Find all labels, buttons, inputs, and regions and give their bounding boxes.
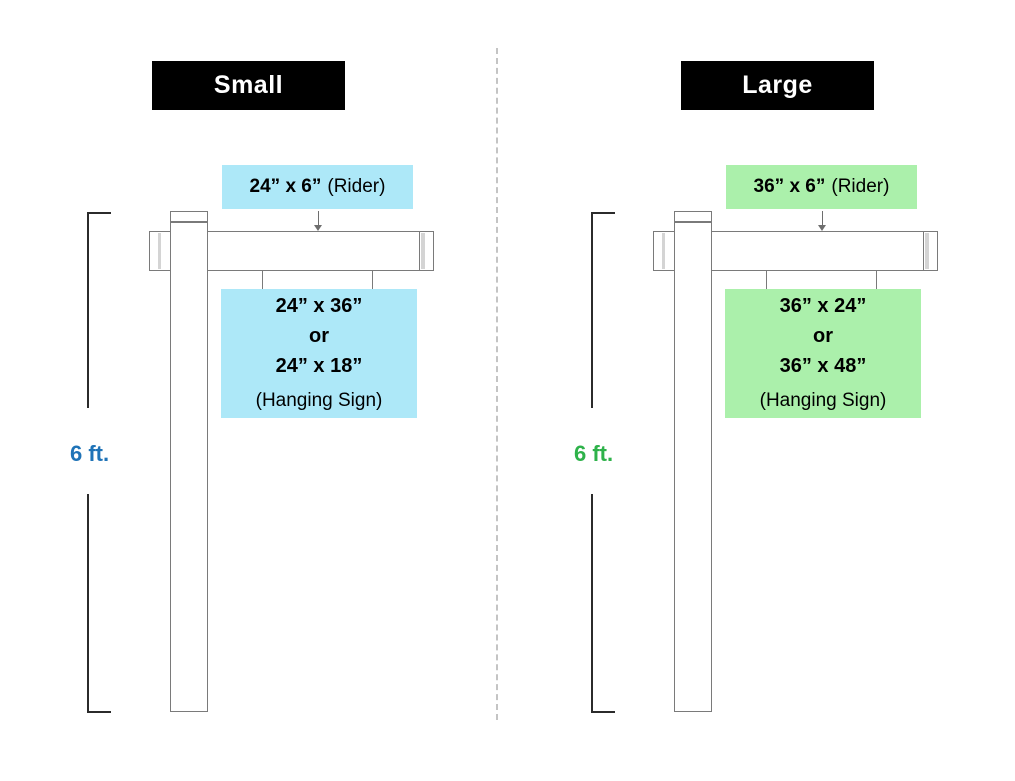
- hanging-option-b-large: 36” x 48”: [779, 355, 867, 378]
- hanger-rod-left-large: [766, 270, 767, 292]
- rider-pointer-shaft-small: [318, 211, 319, 227]
- crossarm-right-cap-stripe-small: [421, 233, 425, 269]
- height-bracket-lower-large: [591, 494, 593, 713]
- hanging-sign-callout-large: 36” x 24” or 36” x 48” (Hanging Sign): [725, 289, 921, 418]
- panel-header-label: Large: [742, 71, 813, 99]
- height-bracket-bottom-cap-small: [87, 711, 111, 713]
- sign-post-cap-small: [170, 211, 208, 222]
- hanging-sign-callout-small: 24” x 36” or 24” x 18” (Hanging Sign): [221, 289, 417, 418]
- hanging-sign-label-small: (Hanging Sign): [255, 389, 383, 411]
- rider-callout-small: 24” x 6” (Rider): [222, 165, 413, 209]
- crossarm-left-cap-stripe-large: [662, 233, 665, 269]
- height-bracket-upper-large: [591, 212, 593, 408]
- hanger-rod-left-small: [262, 270, 263, 292]
- rider-pointer-shaft-large: [822, 211, 823, 227]
- panel-header-large: Large: [681, 61, 874, 110]
- crossarm-left-cap-stripe-small: [158, 233, 161, 269]
- height-bracket-lower-small: [87, 494, 89, 713]
- panel-header-label: Small: [213, 71, 284, 99]
- crossarm-right-cap-stripe-large: [925, 233, 929, 269]
- rider-pointer-arrowhead-small: [314, 225, 322, 231]
- sign-post-front-small: [170, 222, 208, 712]
- height-label-small: 6 ft.: [70, 441, 110, 466]
- rider-pointer-arrowhead-large: [818, 225, 826, 231]
- rider-dimension-large: 36” x 6”: [753, 176, 826, 197]
- rider-dimension-small: 24” x 6”: [249, 176, 322, 197]
- height-label-large: 6 ft.: [574, 441, 614, 466]
- hanging-option-b-small: 24” x 18”: [275, 355, 363, 378]
- rider-label-small: (Rider): [327, 176, 386, 197]
- hanging-option-a-small: 24” x 36”: [275, 294, 363, 317]
- panel-header-small: Small: [152, 61, 345, 110]
- height-bracket-top-cap-small: [87, 212, 111, 214]
- hanging-conjunction-large: or: [813, 325, 833, 348]
- height-bracket-bottom-cap-large: [591, 711, 615, 713]
- hanger-rod-right-small: [372, 270, 373, 292]
- panel-divider: [496, 48, 498, 720]
- hanging-sign-label-large: (Hanging Sign): [759, 389, 887, 411]
- height-bracket-top-cap-large: [591, 212, 615, 214]
- hanging-option-a-large: 36” x 24”: [779, 294, 867, 317]
- hanger-rod-right-large: [876, 270, 877, 292]
- rider-label-large: (Rider): [831, 176, 890, 197]
- rider-callout-large: 36” x 6” (Rider): [726, 165, 917, 209]
- sign-post-front-large: [674, 222, 712, 712]
- height-bracket-upper-small: [87, 212, 89, 408]
- hanging-conjunction-small: or: [309, 325, 329, 348]
- sign-post-cap-large: [674, 211, 712, 222]
